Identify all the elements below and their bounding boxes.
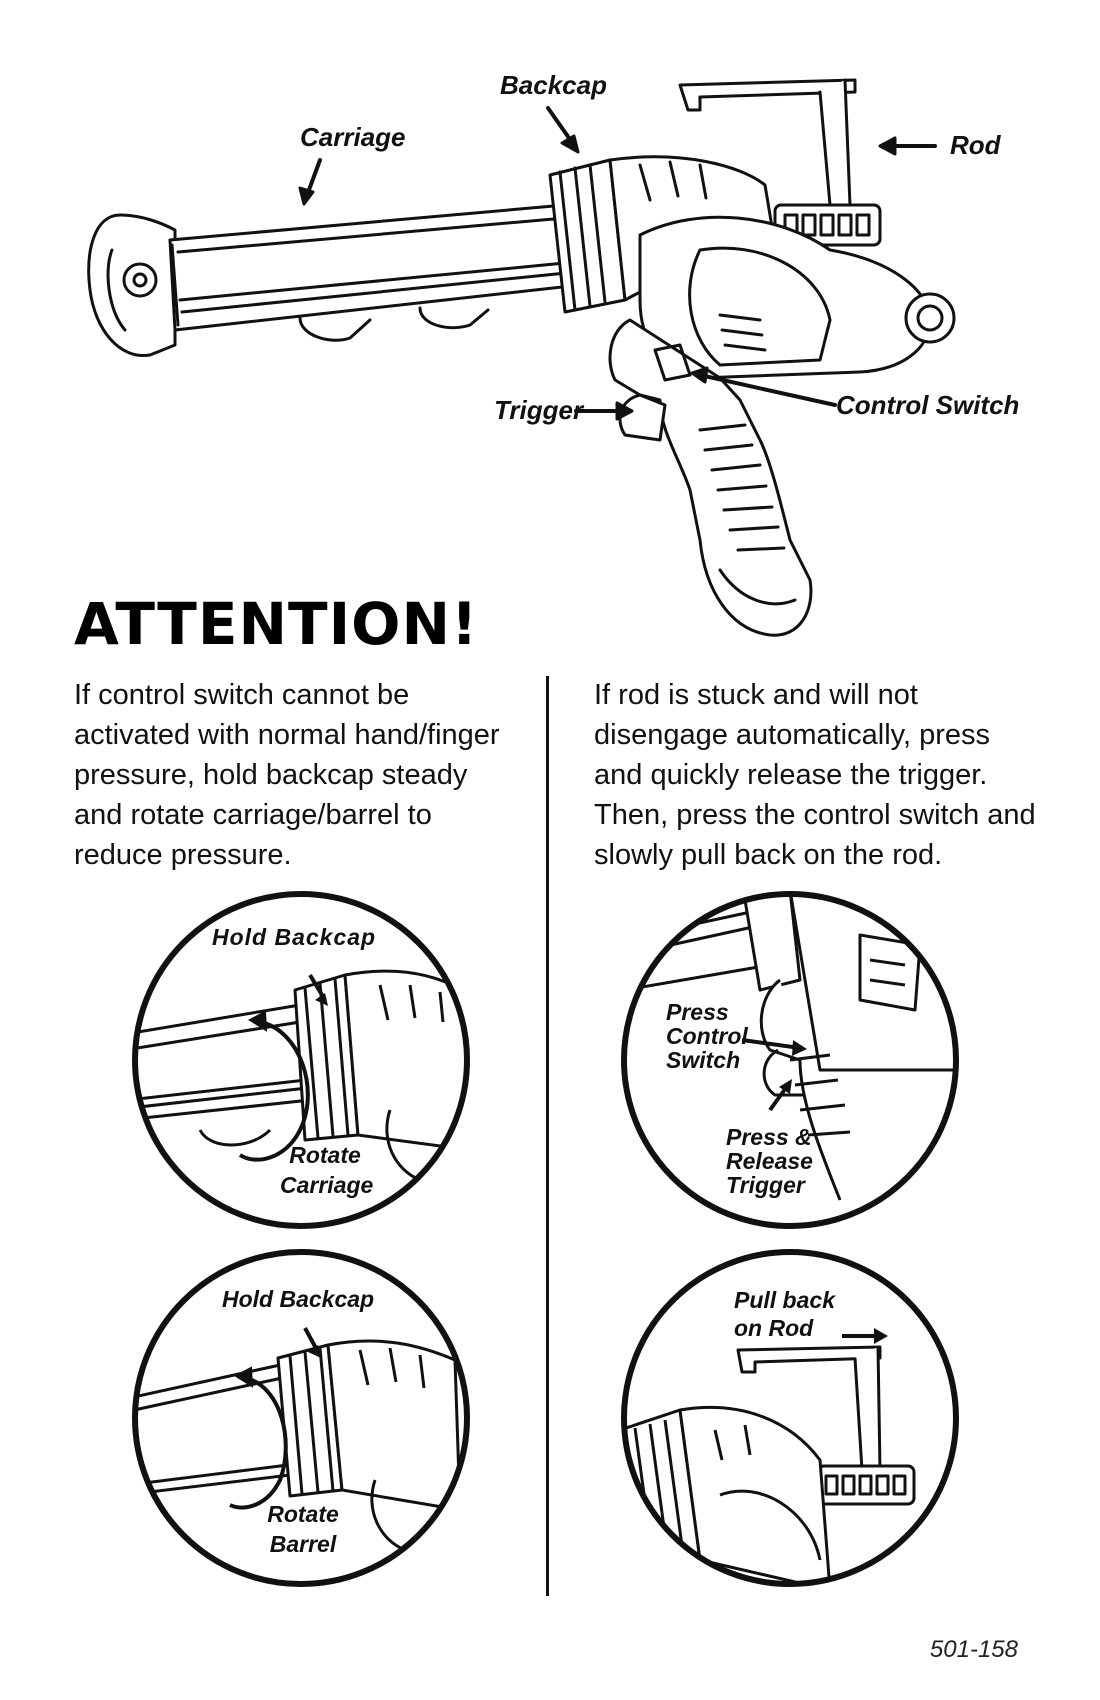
attention-heading: ATTENTION! (74, 590, 479, 658)
label-carriage: Carriage (300, 122, 406, 152)
label-rotate-carriage-line2: Carriage (280, 1172, 374, 1199)
detail-rotate-barrel (132, 1249, 470, 1587)
label-pull-line1: Pull back (734, 1287, 835, 1313)
caulk-gun-illustration (87, 78, 956, 637)
label-hold-backcap-bottom: Hold Backcap (222, 1286, 375, 1312)
label-hold-backcap-top: Hold Backcap (212, 924, 377, 950)
label-press-release-trigger: Press & Release Trigger (726, 1124, 813, 1199)
label-press-line1: Press (666, 999, 729, 1025)
label-press-line3: Switch (666, 1047, 741, 1074)
label-release-line2: Release (726, 1148, 813, 1175)
right-instruction-text: If rod is stuck and will not disengage a… (594, 679, 1036, 871)
label-rotate-carriage-line1: Rotate (289, 1142, 361, 1168)
label-rod: Rod (950, 130, 1001, 160)
label-rotate-barrel-line2: Barrel (269, 1531, 337, 1558)
label-backcap: Backcap (500, 70, 607, 100)
label-rotate-carriage: Rotate Carriage (280, 1142, 374, 1199)
document-number: 501-158 (929, 1636, 1018, 1663)
label-pull-back-rod: Pull back on Rod (734, 1288, 835, 1340)
label-rotate-barrel: Rotate Barrel (258, 1502, 348, 1556)
detail-pull-rod (621, 1249, 959, 1587)
label-press-control-switch: Press Control Switch (666, 999, 748, 1074)
label-trigger: Trigger (494, 395, 584, 425)
detail-rotate-carriage (132, 891, 470, 1229)
left-instruction-text: If control switch cannot be activated wi… (74, 679, 500, 871)
label-release-line1: Press & (726, 1124, 812, 1150)
label-control-switch: Control Switch (836, 390, 1020, 420)
label-press-line2: Control (666, 1023, 748, 1050)
label-release-line3: Trigger (726, 1172, 805, 1199)
label-rotate-barrel-line1: Rotate (267, 1501, 339, 1527)
label-pull-line2: on Rod (734, 1315, 814, 1342)
column-divider (546, 676, 549, 1596)
